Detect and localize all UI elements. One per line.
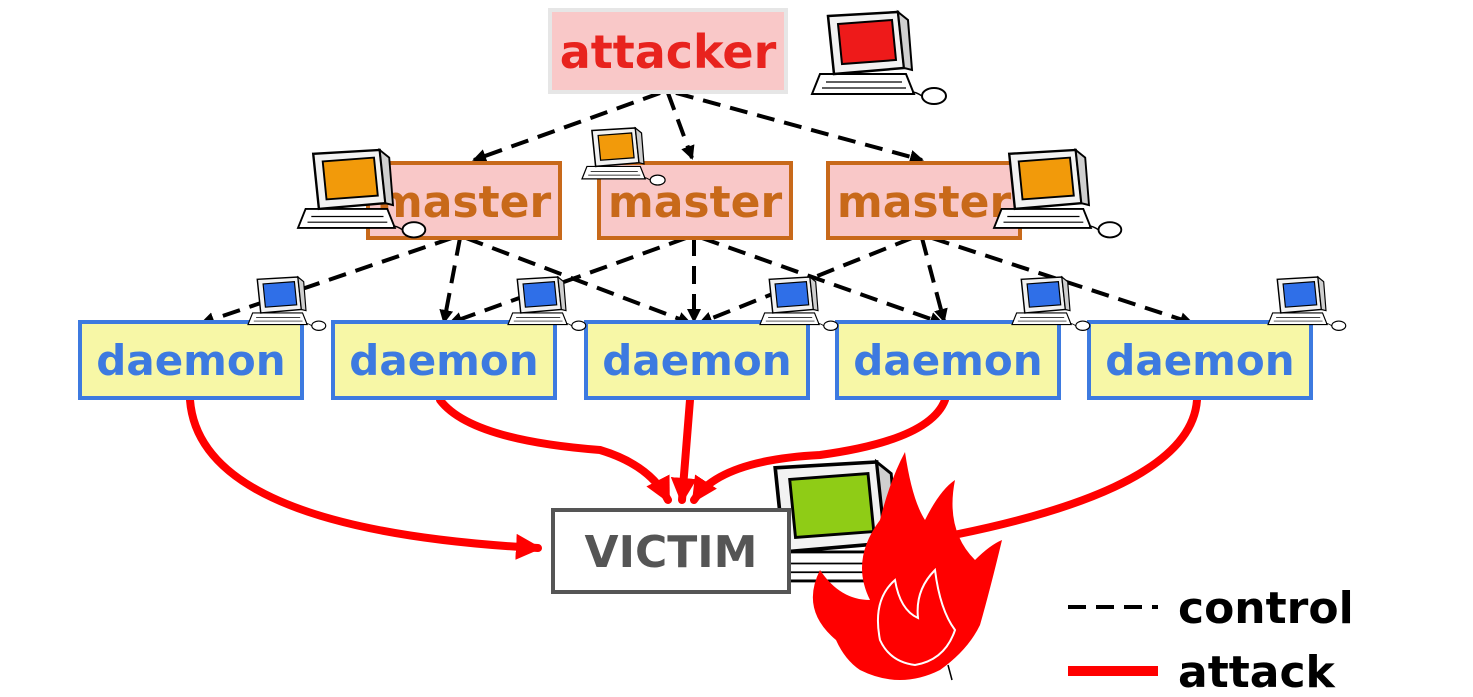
computer-icon-orange <box>581 127 666 186</box>
legend-attack-label: attack <box>1178 647 1337 697</box>
daemon-label: daemon <box>853 336 1042 385</box>
daemon-label: daemon <box>602 336 791 385</box>
attack-daemon3-victim <box>670 396 697 504</box>
daemon-box <box>835 320 1061 400</box>
daemon-label: daemon <box>96 336 285 385</box>
daemon-node-1: daemon <box>78 320 304 400</box>
master-label: master <box>837 177 1012 228</box>
victim-computer <box>750 452 1002 681</box>
control-attacker-master-2 <box>666 92 695 160</box>
computer-icon-red <box>810 10 948 106</box>
victim-label: VICTIM <box>585 527 758 578</box>
attack-lines <box>186 396 1201 560</box>
daemon-node-5: daemon <box>1087 320 1313 400</box>
attacker-label: attacker <box>560 25 777 79</box>
computer-icon-blue <box>1267 276 1347 332</box>
control-master1-daemon2 <box>439 237 462 324</box>
control-master3-daemon4 <box>920 237 948 323</box>
master-label: master <box>608 177 783 228</box>
computer-icon-orange <box>992 148 1123 239</box>
attacker-node: attacker <box>548 8 788 94</box>
control-master1-daemon1 <box>200 236 453 326</box>
daemon-box <box>331 320 557 400</box>
daemon-box <box>78 320 304 400</box>
computer-icon-blue <box>247 276 327 332</box>
control-master2-daemon4 <box>701 236 944 326</box>
computer-icon-blue <box>1011 276 1091 332</box>
attack-daemon4-victim <box>690 396 949 504</box>
daemon-node-4: daemon <box>835 320 1061 400</box>
daemon-node-2: daemon <box>331 320 557 400</box>
attack-daemon2-victim <box>436 396 672 504</box>
victim-box <box>551 508 791 594</box>
legend: control attack <box>1068 583 1354 697</box>
daemon-box <box>1087 320 1313 400</box>
daemon-box <box>584 320 810 400</box>
master-node-3: master <box>826 161 1022 240</box>
daemon-label: daemon <box>1105 336 1294 385</box>
master-label: master <box>377 177 552 228</box>
control-attacker-master-3 <box>675 91 924 164</box>
daemon-label: daemon <box>349 336 538 385</box>
control-master2-daemon2 <box>448 236 687 326</box>
legend-control-label: control <box>1178 583 1354 634</box>
victim-node: VICTIM <box>551 508 791 594</box>
fire-icon <box>812 452 1002 681</box>
daemon-node-3: daemon <box>584 320 810 400</box>
computer-icon-blue <box>507 276 587 332</box>
control-master3-daemon5 <box>931 236 1194 326</box>
attacker-box <box>548 8 788 94</box>
control-attacker-master-1 <box>472 91 661 163</box>
attack-daemon1-victim <box>186 396 542 560</box>
control-master1-daemon3 <box>465 236 692 326</box>
computer-icon-orange <box>296 148 427 239</box>
computer-icon-blue <box>759 276 839 332</box>
